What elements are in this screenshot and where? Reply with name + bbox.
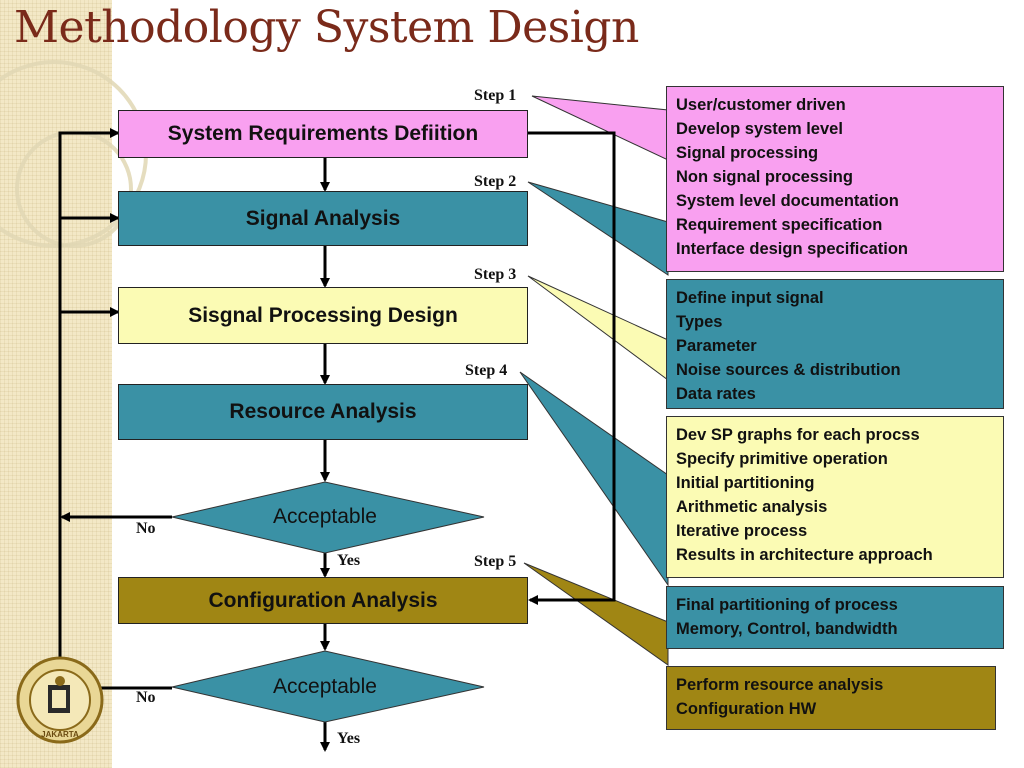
decision-label-2: Acceptable bbox=[273, 675, 377, 698]
requirements-box: System Requirements Defiition bbox=[118, 110, 528, 158]
callout-wedge-step5 bbox=[523, 562, 669, 666]
callout-line: Data rates bbox=[676, 385, 756, 403]
callout-step1: User/customer driven Develop system leve… bbox=[666, 86, 1004, 272]
decision-diamond-1 bbox=[171, 481, 485, 554]
callout-line: Memory, Control, bandwidth bbox=[676, 620, 898, 638]
callout-line: Parameter bbox=[676, 337, 757, 355]
no-label-1: No bbox=[136, 520, 156, 537]
callout-line: Specify primitive operation bbox=[676, 450, 888, 468]
callout-wedge-step3 bbox=[527, 275, 669, 381]
no-label-2: No bbox=[136, 689, 156, 706]
callout-line: Non signal processing bbox=[676, 168, 853, 186]
callout-line: System level documentation bbox=[676, 192, 899, 210]
step-label-1: Step 1 bbox=[474, 87, 517, 104]
callout-line: Noise sources & distribution bbox=[676, 361, 901, 379]
callout-line: Configuration HW bbox=[676, 700, 817, 718]
callout-line: Interface design specification bbox=[676, 240, 908, 258]
callout-wedge-step1 bbox=[531, 95, 669, 161]
callout-line: Iterative process bbox=[676, 522, 808, 540]
callout-line: User/customer driven bbox=[676, 96, 846, 114]
resource-analysis-box: Resource Analysis bbox=[118, 384, 528, 440]
decision-diamond-2 bbox=[171, 650, 485, 723]
decision-label-1: Acceptable bbox=[273, 505, 377, 528]
callout-line: Perform resource analysis bbox=[676, 676, 884, 694]
callout-step4: Final partitioning of process Memory, Co… bbox=[666, 586, 1004, 649]
callout-line: Initial partitioning bbox=[676, 474, 815, 492]
callout-line: Requirement specification bbox=[676, 216, 883, 234]
step-label-4: Step 4 bbox=[465, 362, 508, 379]
callout-line: Types bbox=[676, 313, 723, 331]
callout-step2: Define input signal Types Parameter Nois… bbox=[666, 279, 1004, 409]
callout-line: Final partitioning of process bbox=[676, 596, 898, 614]
callout-line: Results in architecture approach bbox=[676, 546, 933, 564]
signal-analysis-box: Signal Analysis bbox=[118, 191, 528, 246]
yes-label-2: Yes bbox=[337, 730, 361, 747]
callout-step3: Dev SP graphs for each procss Specify pr… bbox=[666, 416, 1004, 578]
step-label-5: Step 5 bbox=[474, 553, 517, 570]
callout-line: Define input signal bbox=[676, 289, 824, 307]
yes-label-1: Yes bbox=[337, 552, 361, 569]
callout-line: Develop system level bbox=[676, 120, 843, 138]
callout-step5: Perform resource analysis Configuration … bbox=[666, 666, 996, 730]
callout-line: Arithmetic analysis bbox=[676, 498, 828, 516]
callout-line: Dev SP graphs for each procss bbox=[676, 426, 920, 444]
callout-wedge-step4 bbox=[519, 371, 669, 587]
page-title: Methodology System Design bbox=[14, 2, 639, 53]
step-label-3: Step 3 bbox=[474, 266, 517, 283]
step-label-2: Step 2 bbox=[474, 173, 517, 190]
configuration-analysis-box: Configuration Analysis bbox=[118, 577, 528, 624]
processing-design-box: Sisgnal Processing Design bbox=[118, 287, 528, 344]
callout-wedge-step2 bbox=[527, 181, 669, 276]
callout-line: Signal processing bbox=[676, 144, 819, 162]
